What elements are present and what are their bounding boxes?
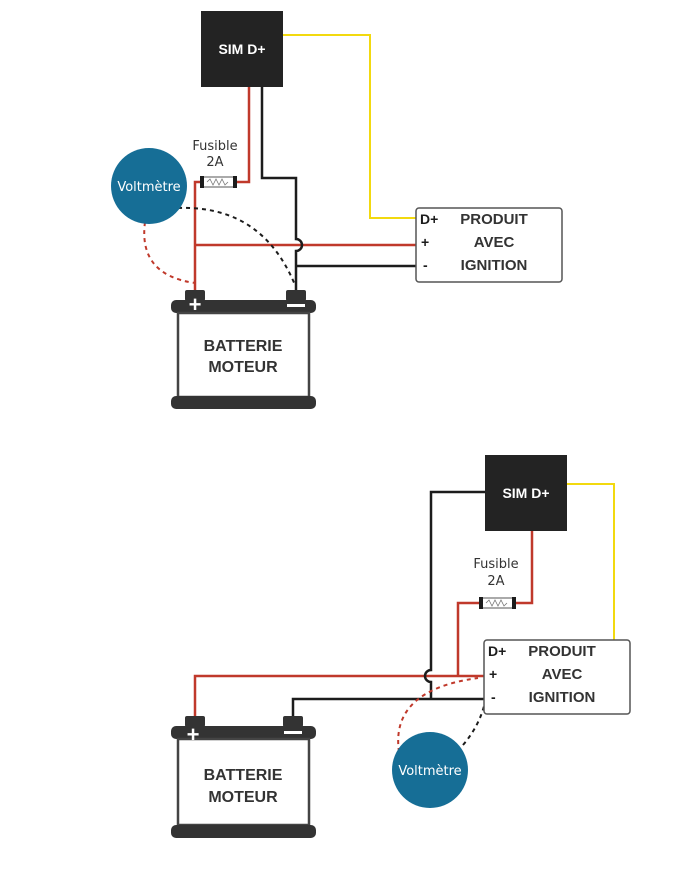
diagram-1: SIM D+ Fusible 2A Voltmètre D+ + - PRODU…	[111, 11, 563, 409]
d1-black-wire-module	[260, 87, 304, 290]
d2-battery-plus-icon: +	[187, 722, 200, 747]
d2-voltmeter-black-lead	[462, 701, 486, 746]
d1-battery-plus-icon: +	[189, 292, 202, 317]
d1-voltmeter-black-lead	[177, 206, 296, 286]
d2-voltmeter-red-lead	[397, 677, 479, 753]
d1-voltmeter-red-lead	[143, 221, 196, 284]
d1-voltmeter-label: Voltmètre	[117, 180, 180, 195]
d2-red-wire-product	[193, 674, 484, 720]
d2-voltmeter-label: Voltmètre	[398, 764, 461, 779]
d2-product-line-3: IGNITION	[529, 689, 596, 706]
d2-battery-label-2: MOTEUR	[208, 789, 278, 806]
d2-fuse-label-2: 2A	[487, 574, 504, 589]
d2-fuse	[479, 597, 516, 609]
d2-product-line-2: AVEC	[542, 666, 583, 683]
d2-product-box	[483, 639, 631, 715]
d1-product-line-2: AVEC	[474, 234, 515, 251]
d1-product-line-1: PRODUIT	[460, 211, 528, 228]
d1-battery-label-2: MOTEUR	[208, 359, 278, 376]
d2-sim-module	[485, 455, 567, 531]
d2-voltmeter	[392, 732, 468, 808]
d1-sim-module	[201, 11, 283, 87]
d1-pin-plus: +	[421, 234, 429, 250]
d1-product-line-3: IGNITION	[461, 257, 528, 274]
d2-black-wire-product	[291, 697, 484, 718]
d1-battery-label-1: BATTERIE	[204, 338, 283, 355]
d2-fuse-label-1: Fusible	[473, 557, 518, 572]
d2-yellow-wire	[567, 483, 615, 640]
d1-pin-minus: -	[423, 257, 428, 273]
d2-product-line-1: PRODUIT	[528, 643, 596, 660]
d1-fuse-label-1: Fusible	[192, 139, 237, 154]
d1-battery-minus-icon	[287, 304, 305, 307]
d1-fuse-label-2: 2A	[206, 155, 223, 170]
d1-sim-module-label: SIM D+	[218, 41, 265, 57]
d1-voltmeter	[111, 148, 187, 224]
d2-pin-minus: -	[491, 689, 496, 705]
d1-product-box	[415, 207, 563, 283]
d2-pin-dplus: D+	[488, 643, 506, 659]
d2-sim-module-label: SIM D+	[502, 485, 549, 501]
d2-battery: +	[171, 716, 316, 838]
d1-fuse	[200, 176, 237, 188]
d1-battery: +	[171, 290, 316, 409]
d2-battery-minus-icon	[284, 731, 302, 734]
d2-pin-plus: +	[489, 666, 497, 682]
d1-red-wire-fuse	[193, 87, 251, 298]
d1-yellow-wire	[283, 34, 416, 219]
d2-black-wire-module	[423, 490, 485, 699]
d1-pin-dplus: D+	[420, 211, 438, 227]
d2-battery-label-1: BATTERIE	[204, 767, 283, 784]
diagram-2: SIM D+ Fusible 2A Voltmètre D+ + - PRODU…	[171, 455, 631, 838]
